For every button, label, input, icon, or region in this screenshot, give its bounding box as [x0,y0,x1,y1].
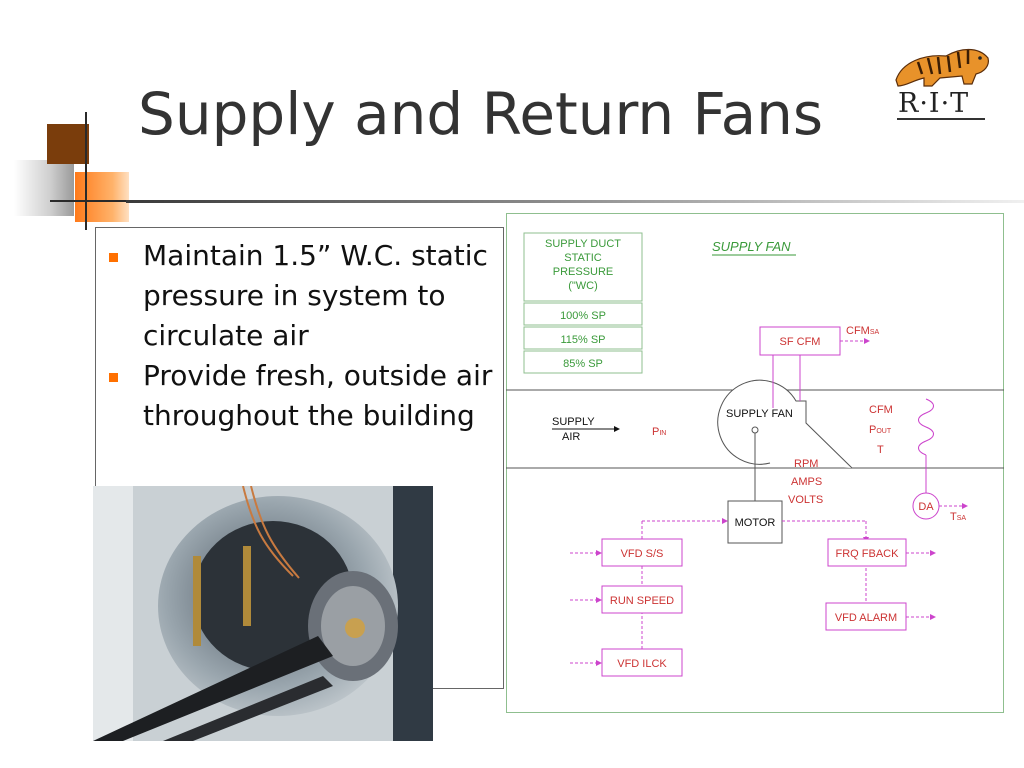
amps-readout: AMPS [791,476,822,488]
da-label: DA [918,501,934,513]
frq-fback-label: FRQ FBACK [836,548,900,560]
run-speed-box [601,585,683,614]
supply-fan-control-diagram: SUPPLY DUCT STATIC PRESSURE ("WC) 100% S… [506,213,1004,713]
supply-air-label: SUPPLY [552,416,595,428]
arrow-head-icon [930,550,936,556]
arrow-head-icon [962,503,968,509]
bullet-text: Maintain 1.5” W.C. static pressure in sy… [143,239,488,352]
tiger-logo-icon [895,48,989,87]
temperature-sensor-coil [918,398,934,456]
arrow-head-icon [596,660,602,666]
decor-gray-square [14,160,74,216]
t-sa-label: TSA [950,511,966,523]
setpoint-box [523,302,643,326]
p-in-label: PIN [652,426,666,438]
bullet-text: Provide fresh, outside air throughout th… [143,359,493,432]
setpoint-box [523,326,643,350]
cfm-readout: CFM [869,404,893,416]
setpoint-box [523,350,643,374]
rpm-readout: RPM [794,458,818,470]
decor-vertical-line [85,112,87,230]
frq-fback-box [827,538,907,567]
arrow-head-icon [864,338,870,344]
vfd-alarm-box [825,602,907,631]
t-readout: T [877,444,884,456]
logo-text: R·I·T [898,88,970,119]
arrow-head-icon [930,614,936,620]
arrow-head-icon [614,426,620,432]
title-rule [126,200,1024,203]
diagram-title: SUPPLY FAN [712,239,791,254]
pressure-line-1: SUPPLY DUCT [545,238,621,250]
decor-orange-square [75,172,129,222]
pressure-line-2: STATIC [564,252,602,264]
arrow-head-icon [596,597,602,603]
fan-photo [93,486,433,741]
fan-housing [717,379,853,469]
vfd-ss-label: VFD S/S [621,548,664,560]
sf-cfm-label: SF CFM [780,336,821,348]
decor-horizontal-line [50,200,128,202]
setpoint-85: 85% SP [563,358,603,370]
setpoint-100: 100% SP [560,310,606,322]
vfd-ss-box [601,538,683,567]
volts-readout: VOLTS [788,494,823,506]
bullet-square-icon [109,253,118,262]
fan-label: SUPPLY FAN [726,408,793,420]
cfm-sa-label: CFMSA [846,325,879,337]
bullet-item: Maintain 1.5” W.C. static pressure in sy… [103,236,495,356]
logo-underline [897,118,985,120]
bullet-square-icon [109,373,118,382]
setpoint-115: 115% SP [560,334,605,346]
pressure-line-4: ("WC) [568,280,598,292]
arrow-head-icon [596,550,602,556]
motor-box [727,500,783,544]
motor-label: MOTOR [735,517,776,529]
run-speed-label: RUN SPEED [610,595,674,607]
bullet-item: Provide fresh, outside air throughout th… [103,356,495,436]
decor-brown-square [47,124,89,164]
pressure-box [523,232,643,302]
pressure-line-3: PRESSURE [553,266,614,278]
supply-air-label: AIR [562,431,580,443]
vfd-ilck-label: VFD ILCK [617,658,667,670]
vfd-alarm-label: VFD ALARM [835,612,897,624]
vfd-ilck-box [601,648,683,677]
arrow-head-icon [722,518,728,524]
p-out-readout: POUT [869,424,892,436]
bullet-list: Maintain 1.5” W.C. static pressure in sy… [103,236,495,436]
slide-title: Supply and Return Fans [138,80,824,148]
